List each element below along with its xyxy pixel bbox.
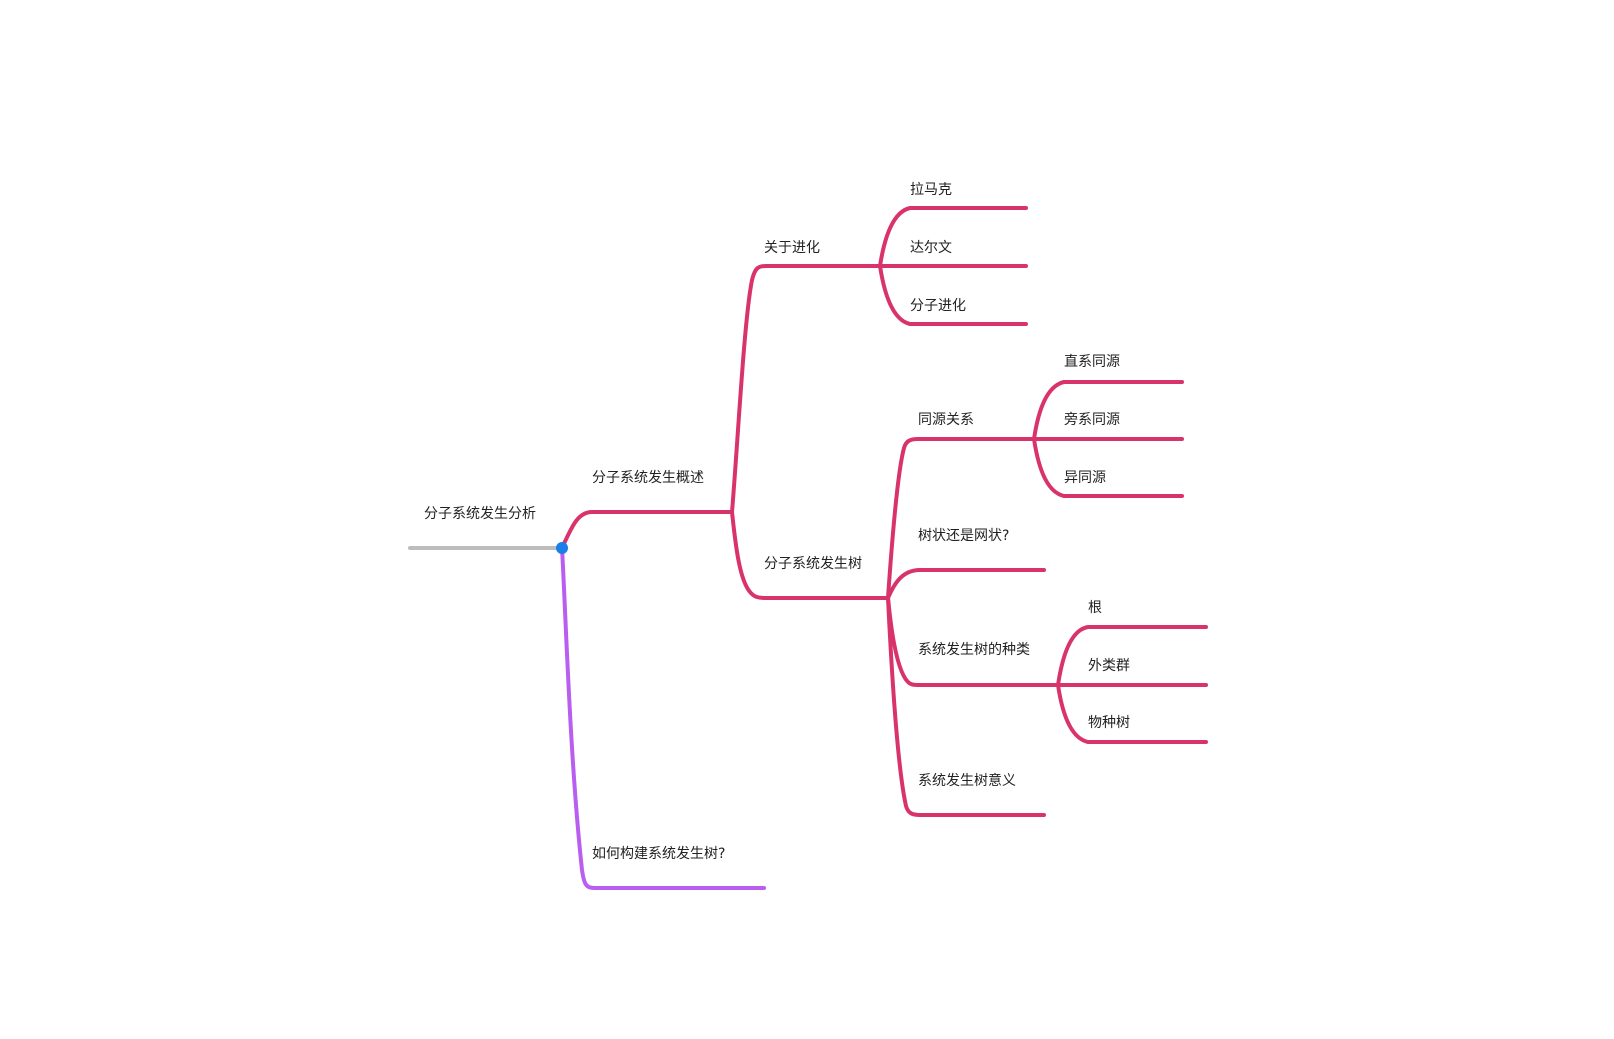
node-evolution[interactable]: 关于进化 bbox=[764, 240, 820, 256]
branch-phylo-tree bbox=[730, 510, 890, 600]
node-tree-meaning[interactable]: 系统发生树意义 bbox=[918, 772, 1016, 789]
node-darwin[interactable]: 达尔文 bbox=[910, 240, 952, 256]
node-phylo-tree[interactable]: 分子系统发生树 bbox=[764, 556, 862, 572]
branch-evolution bbox=[730, 264, 882, 514]
node-tree-or-net[interactable]: 树状还是网状? bbox=[918, 528, 1009, 544]
node-species-tree[interactable]: 物种树 bbox=[1088, 715, 1130, 731]
branch-how-to-build bbox=[560, 546, 766, 890]
node-homology[interactable]: 同源关系 bbox=[918, 412, 974, 428]
root-connector-dot[interactable] bbox=[556, 542, 568, 554]
branch-homology bbox=[886, 437, 1036, 600]
node-lamarck[interactable]: 拉马克 bbox=[910, 182, 952, 198]
node-overview[interactable]: 分子系统发生概述 bbox=[592, 470, 704, 486]
node-root[interactable]: 分子系统发生分析 bbox=[424, 506, 536, 522]
node-tree-types[interactable]: 系统发生树的种类 bbox=[918, 642, 1030, 658]
branch-root-node bbox=[1056, 625, 1208, 687]
branch-xenology bbox=[1032, 437, 1184, 498]
branch-overview bbox=[560, 510, 734, 550]
node-root-of-tree[interactable]: 根 bbox=[1088, 600, 1102, 616]
branch-tree-or-net bbox=[886, 568, 1046, 600]
branch-lamarck bbox=[878, 206, 1028, 268]
branch-tree-meaning bbox=[886, 596, 1046, 817]
node-orthology[interactable]: 直系同源 bbox=[1064, 353, 1120, 370]
branch-tree-types bbox=[886, 596, 1060, 687]
branch-molecular-evolution bbox=[878, 264, 1028, 326]
node-paralogy[interactable]: 旁系同源 bbox=[1064, 411, 1120, 428]
node-how-to-build[interactable]: 如何构建系统发生树? bbox=[592, 846, 725, 862]
node-xenology[interactable]: 异同源 bbox=[1064, 470, 1106, 486]
node-outgroup[interactable]: 外类群 bbox=[1088, 658, 1130, 674]
node-molecular-evolution[interactable]: 分子进化 bbox=[910, 298, 966, 314]
branch-orthology bbox=[1032, 380, 1184, 441]
branch-species-tree bbox=[1056, 683, 1208, 744]
